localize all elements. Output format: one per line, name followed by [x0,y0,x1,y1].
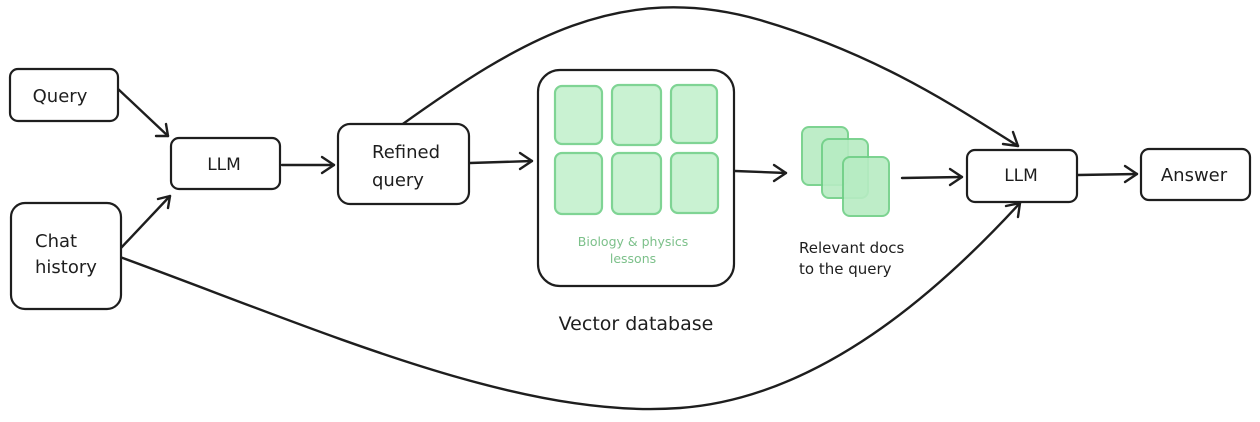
answer-node: Answer [1139,147,1252,202]
relevant-docs-label-line1: Relevant docs [799,239,905,257]
arrowhead-chat-to-llm [156,194,172,210]
edge-query-to-llm [115,86,170,138]
edge-llm2-to-answer [1076,172,1139,177]
arrowhead-refined-to-vectordb [518,151,534,171]
edge-chat-to-llm2-arc [118,201,1022,411]
arrowhead-refined-to-llm2-arc [1001,130,1020,148]
chat-history-node: Chat history [9,201,123,311]
vector-database-inner-label-line1: Biology & physics [578,234,688,249]
answer-box [1139,147,1252,202]
edge-refined-to-llm2-arc [398,6,1020,148]
query-box [8,67,120,123]
vector-database-inner-label-line2: lessons [610,251,656,266]
llm-first-label: LLM [207,155,241,175]
arrowhead-llm-to-refined [320,155,336,175]
vector-database-caption: Vector database [559,313,714,335]
llm-second-node: LLM [965,148,1079,204]
arrowhead-vectordb-to-docs [772,163,788,183]
vector-tile [669,83,719,145]
llm-first-box [169,136,282,191]
chat-history-label-line1: Chat [35,231,77,252]
vector-tile [610,83,663,147]
chat-history-label-line2: history [35,257,97,278]
refined-query-node: Refined query [336,122,471,206]
refined-query-box [336,122,471,206]
llm-second-box [965,148,1079,204]
doc-card [842,156,890,217]
vector-tile [610,151,663,216]
query-label: Query [33,86,88,107]
edge-vectordb-to-docs [733,169,788,175]
relevant-docs-node: Relevant docs to the query [799,126,905,278]
llm-first-node: LLM [169,136,282,191]
vector-tile [553,84,604,146]
vector-tile [553,151,604,216]
edge-chat-to-llm [118,194,172,251]
edge-docs-to-llm2 [900,175,964,180]
llm-second-label: LLM [1004,166,1038,186]
edges [115,6,1139,411]
edge-refined-to-vectordb [468,159,534,165]
arrowhead-query-to-llm [154,122,170,138]
vector-database-node: Biology & physics lessons [536,68,736,288]
vector-tile [669,151,720,215]
chat-history-box [9,201,123,311]
refined-query-label-line1: Refined [372,142,440,163]
query-node: Query [8,67,120,123]
arrowhead-llm2-to-answer [1123,164,1139,184]
arrowhead-docs-to-llm2 [948,167,964,187]
answer-label: Answer [1161,165,1228,186]
refined-query-label-line2: query [372,170,424,191]
relevant-docs-label-line2: to the query [799,260,892,278]
